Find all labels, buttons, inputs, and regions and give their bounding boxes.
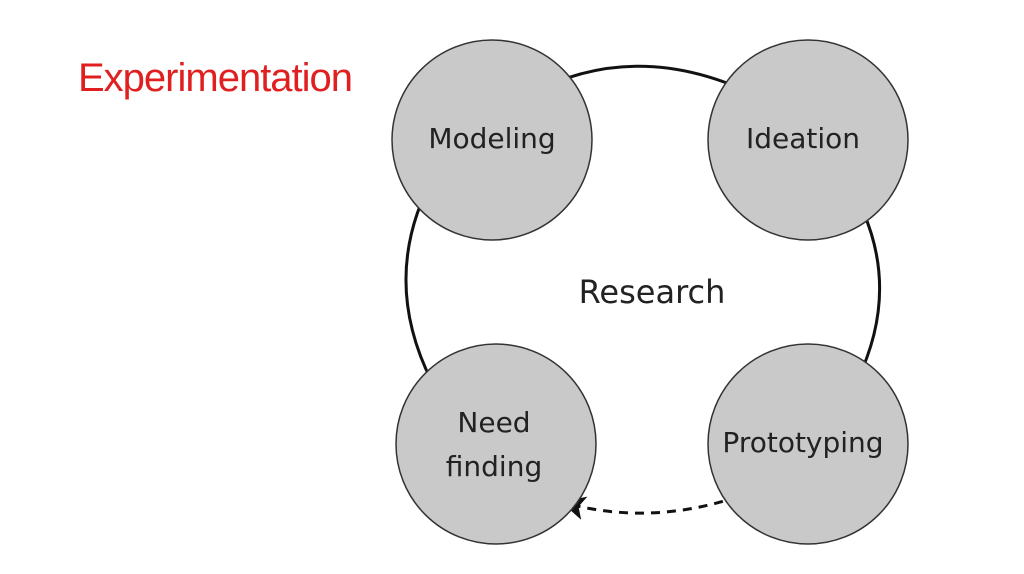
- edge-prototyping-to-need-finding: [561, 483, 769, 520]
- node-ideation-label: Ideation: [746, 122, 860, 155]
- center-label: Research: [579, 273, 726, 311]
- slide-title: Experimentation: [78, 56, 353, 100]
- node-modeling: Modeling: [391, 39, 593, 241]
- node-need-finding-label-line2: finding: [446, 450, 542, 483]
- node-prototyping-circle: [707, 343, 909, 545]
- node-ideation: Ideation: [707, 39, 909, 241]
- node-modeling-circle: [391, 39, 593, 241]
- node-need-finding: Need finding: [395, 343, 597, 545]
- node-need-finding-circle: [395, 343, 597, 545]
- node-modeling-label: Modeling: [428, 122, 555, 155]
- node-prototyping-label: Prototyping: [722, 426, 883, 459]
- node-prototyping: Prototyping: [707, 343, 909, 545]
- node-ideation-circle: [707, 39, 909, 241]
- node-need-finding-label-line1: Need: [457, 406, 530, 439]
